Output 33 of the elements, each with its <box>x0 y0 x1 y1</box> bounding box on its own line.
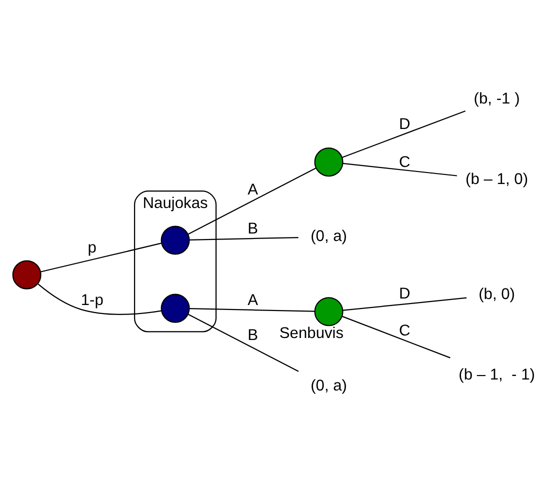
node-text: (0, a) <box>310 378 348 395</box>
connector <box>342 162 457 176</box>
connector <box>342 110 466 158</box>
connector <box>188 168 316 235</box>
connector <box>38 284 162 315</box>
node-text: (b – 1, 0) <box>466 171 528 188</box>
edge-label: p <box>88 240 96 257</box>
edge-label: B <box>248 220 258 238</box>
node-text: (b, -1 ) <box>474 90 520 108</box>
edge-label: B <box>248 326 258 344</box>
connector <box>189 236 298 240</box>
node-circle <box>160 294 190 323</box>
node-text: (0, a) <box>310 228 348 245</box>
node-text: (b, 0) <box>478 286 516 304</box>
connector <box>342 316 450 358</box>
cluster: Naujokas <box>134 190 217 332</box>
connector <box>189 308 315 312</box>
node-text: (b – 1, - 1) <box>458 366 535 384</box>
edge-label: C <box>399 322 410 340</box>
edge-label: 1-p <box>80 292 104 310</box>
connector <box>40 242 162 272</box>
edge-label: A <box>248 292 258 310</box>
node-label: Senbuvis <box>279 325 344 342</box>
connector <box>342 297 467 311</box>
edge-label: C <box>399 154 410 171</box>
connector <box>188 314 299 372</box>
edge-label: A <box>248 182 258 199</box>
node-circle <box>314 148 344 177</box>
node-circle <box>12 260 42 290</box>
edge-label: D <box>399 285 410 302</box>
node-circle <box>314 297 344 326</box>
edge-label: D <box>399 116 410 133</box>
node-circle <box>160 226 190 255</box>
